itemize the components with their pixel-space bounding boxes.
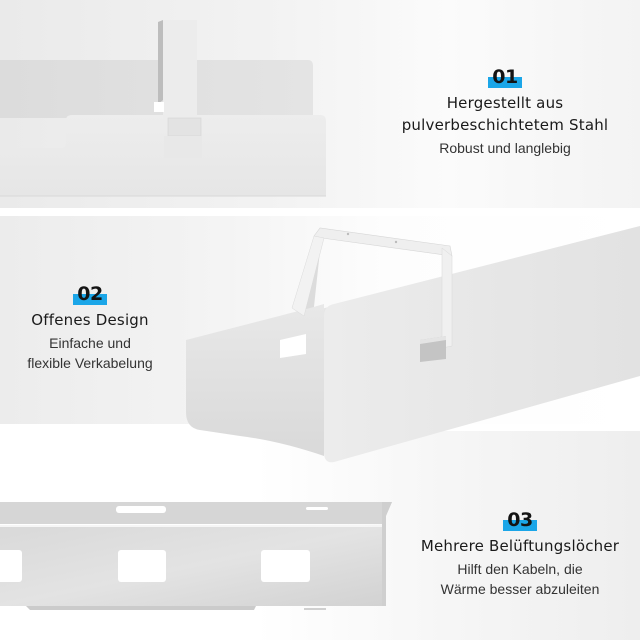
cable-tray-side-view-icon <box>0 0 330 210</box>
feature-subtitle: Hilft den Kabeln, die Wärme besser abzul… <box>400 559 640 599</box>
feature-number-badge: 01 <box>488 66 522 88</box>
feature-title-line: Mehrere Belüftungslöcher <box>420 537 620 555</box>
feature-2: 02 Offenes Design Einfache und flexible … <box>0 283 180 373</box>
feature-number-badge: 03 <box>503 509 537 531</box>
cable-tray-perspective-icon <box>180 216 640 466</box>
feature-3: 03 Mehrere Belüftungslöcher Hilft den Ka… <box>400 509 640 599</box>
feature-number: 03 <box>507 509 533 531</box>
feature-1: 01 Hergestellt aus pulverbeschichtetem S… <box>370 66 640 158</box>
feature-number: 02 <box>77 283 103 305</box>
feature-subtitle-line: Hilft den Kabeln, die <box>457 561 583 577</box>
feature-title: Hergestellt aus pulverbeschichtetem Stah… <box>370 92 640 136</box>
badge-accent-bar <box>488 77 522 88</box>
feature-subtitle: Einfache und flexible Verkabelung <box>0 333 180 373</box>
badge-accent-bar <box>503 520 537 531</box>
feature-subtitle-line: Einfache und <box>49 335 131 351</box>
feature-title-line: Hergestellt aus <box>446 94 564 112</box>
feature-title: Mehrere Belüftungslöcher <box>400 535 640 557</box>
cable-tray-vent-holes-icon <box>0 480 400 640</box>
feature-number: 01 <box>492 66 518 88</box>
badge-accent-bar <box>73 294 107 305</box>
feature-subtitle-line: flexible Verkabelung <box>27 355 153 371</box>
feature-number-badge: 02 <box>73 283 107 305</box>
feature-subtitle-line: Wärme besser abzuleiten <box>440 581 600 597</box>
feature-subtitle: Robust und langlebig <box>370 138 640 158</box>
feature-title-line: pulverbeschichtetem Stahl <box>401 116 609 134</box>
feature-title-line: Offenes Design <box>31 311 149 329</box>
feature-title: Offenes Design <box>0 309 180 331</box>
feature-subtitle-line: Robust und langlebig <box>439 140 571 156</box>
